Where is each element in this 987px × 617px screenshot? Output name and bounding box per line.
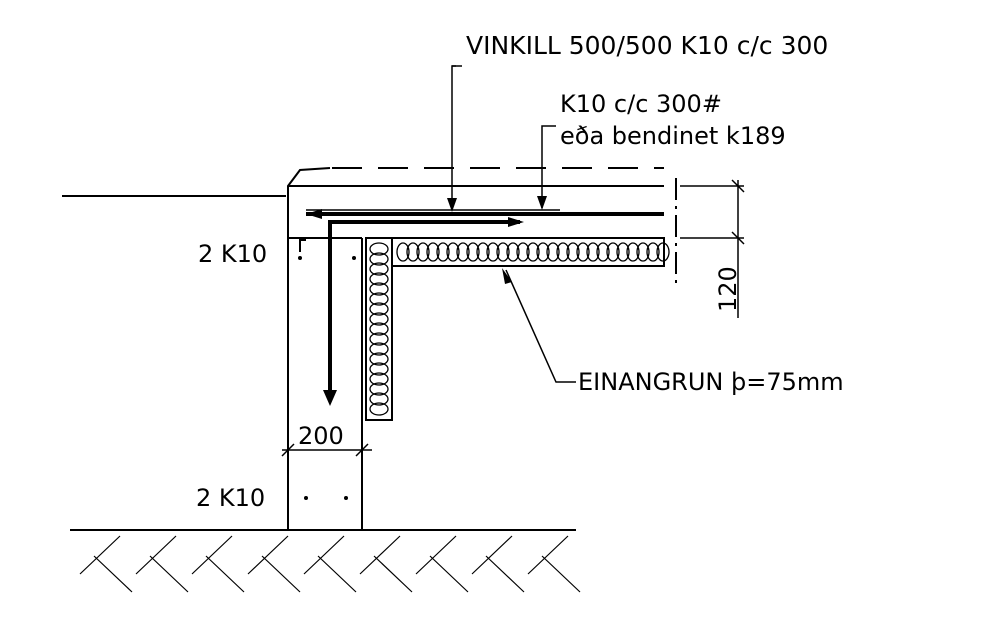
insulation-loop	[576, 242, 590, 262]
hatch-stroke	[471, 535, 513, 575]
insulation-loop	[369, 332, 389, 346]
insulation-loop	[526, 242, 540, 262]
label-slab-thickness: 120	[714, 266, 742, 312]
insulation-loop	[486, 242, 500, 262]
insulation-loop	[556, 242, 570, 262]
insulation-loop	[369, 272, 389, 286]
insulation-loop	[369, 352, 389, 366]
insulation-loop	[369, 262, 389, 276]
hatch-stroke	[359, 535, 401, 575]
hatch-stroke	[79, 535, 121, 575]
label-wall-width: 200	[298, 422, 344, 450]
hatch-stroke	[247, 535, 289, 575]
hatch-stroke	[149, 555, 189, 593]
angle-rebar-right-head	[508, 217, 524, 227]
hatch-stroke	[303, 535, 345, 575]
label-mesh-line1: K10 c/c 300#	[560, 90, 722, 118]
leader-angle-arrow	[447, 198, 457, 212]
leader-mesh-arrow	[537, 196, 547, 210]
label-top-bars: 2 K10	[198, 240, 267, 268]
insulation-loop	[369, 382, 389, 396]
insulation-loop	[369, 292, 389, 306]
insulation-loop	[369, 282, 389, 296]
insulation-loop	[616, 242, 630, 262]
hatch-stroke	[429, 555, 469, 593]
insulation-vertical	[365, 237, 393, 421]
insulation-loop	[369, 322, 389, 336]
insulation-loop	[369, 252, 389, 266]
insulation-loop	[636, 242, 650, 262]
insulation-horizontal	[391, 237, 670, 267]
leader-insulation-arrow	[502, 268, 512, 284]
dim-slab-thickness	[680, 179, 745, 318]
insulation-loop	[476, 242, 490, 262]
insulation-loop	[369, 312, 389, 326]
rebar-dot	[352, 256, 356, 260]
angle-rebar	[328, 220, 520, 398]
insulation-loop	[369, 392, 389, 406]
leader-mesh	[541, 125, 556, 208]
insulation-loop	[426, 242, 440, 262]
label-mesh-line2: eða bendinet k189	[560, 122, 786, 150]
top-rebar-left-head	[306, 209, 322, 219]
insulation-loop	[496, 242, 510, 262]
insulation-loop	[446, 242, 460, 262]
insulation-loop	[369, 342, 389, 356]
label-insulation: EINANGRUN þ=75mm	[578, 368, 844, 396]
insulation-loop	[566, 242, 580, 262]
hatch-stroke	[527, 535, 569, 575]
rebar-dot	[344, 496, 348, 500]
slab-outline	[287, 167, 664, 530]
insulation-loop	[606, 242, 620, 262]
insulation-loop	[626, 242, 640, 262]
insulation-loop	[586, 242, 600, 262]
ground-hatch	[79, 535, 581, 593]
insulation-loop	[369, 242, 389, 256]
insulation-loop	[369, 402, 389, 416]
insulation-loop	[369, 302, 389, 316]
hatch-stroke	[191, 535, 233, 575]
hatch-stroke	[205, 555, 245, 593]
leader-angle-bar	[451, 65, 456, 210]
hatch-stroke	[261, 555, 301, 593]
hatch-stroke	[317, 555, 357, 593]
insulation-loop	[596, 242, 610, 262]
insulation-loop	[416, 242, 430, 262]
insulation-loop	[406, 242, 420, 262]
hatch-stroke	[373, 555, 413, 593]
insulation-loop	[466, 242, 480, 262]
hatch-stroke	[541, 555, 581, 593]
insulation-loop	[656, 242, 670, 262]
angle-rebar-arrowhead	[323, 390, 337, 406]
insulation-loop	[396, 242, 410, 262]
insulation-loop	[369, 362, 389, 376]
insulation-loop	[546, 242, 560, 262]
insulation-loop	[536, 242, 550, 262]
hatch-stroke	[485, 555, 525, 593]
label-angle-bar: VINKILL 500/500 K10 c/c 300	[466, 31, 828, 60]
label-bottom-bars: 2 K10	[196, 484, 265, 512]
insulation-loop	[506, 242, 520, 262]
insulation-loop	[516, 242, 530, 262]
rebar-dot	[298, 256, 302, 260]
insulation-loop	[646, 242, 660, 262]
hatch-stroke	[415, 535, 457, 575]
dim-wall-width	[281, 443, 372, 457]
insulation-loop	[369, 372, 389, 386]
insulation-loop	[436, 242, 450, 262]
hatch-stroke	[135, 535, 177, 575]
rebar-dot	[304, 496, 308, 500]
leader-insulation	[505, 269, 576, 383]
corner-bar-hook	[299, 239, 306, 252]
insulation-loop	[456, 242, 470, 262]
hatch-stroke	[93, 555, 133, 593]
